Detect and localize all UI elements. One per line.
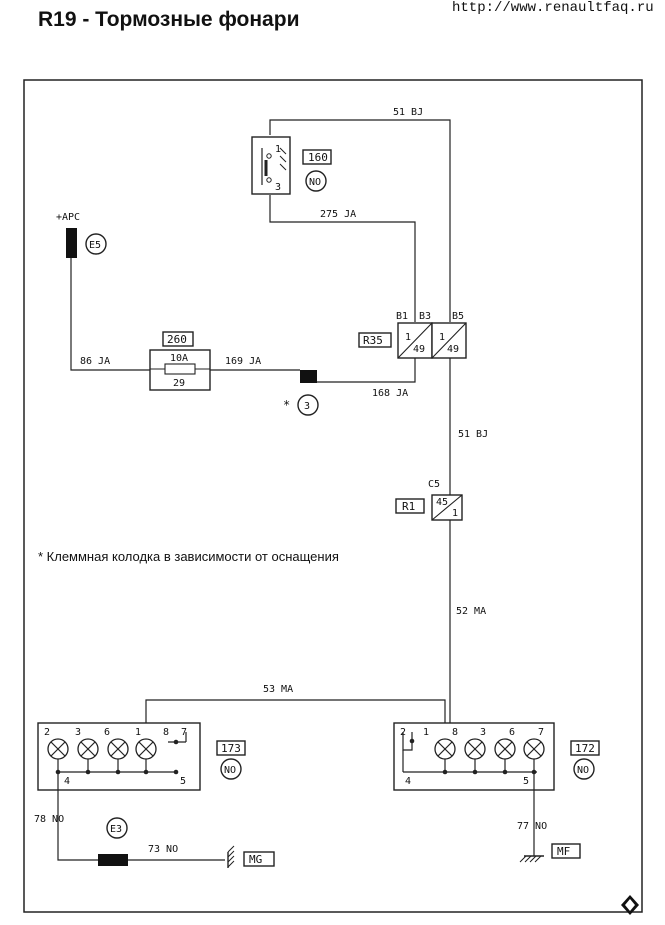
wire-275-ja <box>269 195 416 322</box>
r1-pin: C5 <box>428 479 440 490</box>
supply-code: E5 <box>89 240 101 251</box>
lamp172-id-box <box>570 740 600 756</box>
r35-id: R35 <box>363 334 383 347</box>
r35-pin-b3: B3 <box>419 311 431 322</box>
wire-78-no <box>57 790 98 861</box>
mf-id-box <box>551 843 581 859</box>
page-title: R19 - Тормозные фонари <box>38 8 300 31</box>
fuse-id-box <box>162 331 194 347</box>
lamp172-pin-7: 7 <box>538 727 544 738</box>
lamp172-pin-3: 3 <box>480 727 486 738</box>
e3-code-circle <box>106 817 128 839</box>
wire-label-51-mid: 51 BJ <box>458 429 488 440</box>
fuse-number: 29 <box>173 378 185 389</box>
lamp-bulb-icon <box>464 738 486 772</box>
connector-3-circle <box>297 394 319 416</box>
switch-code: NO <box>309 177 321 188</box>
switch-id-box <box>302 149 332 165</box>
diagram-frame <box>23 79 643 913</box>
wire-label-77: 77 NO <box>517 821 547 832</box>
r35-connector <box>397 322 467 359</box>
lamp172-pin-8: 8 <box>452 727 458 738</box>
fuse-element <box>164 363 196 375</box>
wire-label-168: 168 JA <box>372 388 408 399</box>
lamp172-pin-6: 6 <box>509 727 515 738</box>
wire-label-78: 78 NO <box>34 814 64 825</box>
ground-mf-id: MF <box>557 845 570 858</box>
brake-switch-160: 1 3 <box>251 136 291 195</box>
lamp173-pin-1: 1 <box>135 727 141 738</box>
r1-id-box <box>395 498 425 514</box>
switch-code-circle <box>305 170 327 192</box>
lamp172-id: 172 <box>575 742 595 755</box>
lamp173-pin-3: 3 <box>75 727 81 738</box>
wire-168-ja <box>317 358 416 383</box>
lamp-unit-173 <box>37 722 201 791</box>
lamp-bulb-icon <box>523 738 545 772</box>
lamp-bulb-icon <box>434 738 456 772</box>
wire-label-52: 52 MA <box>456 606 486 617</box>
connector-3-block <box>300 370 317 383</box>
lamp173-pin-6: 6 <box>104 727 110 738</box>
lamp173-pin-4: 4 <box>64 776 70 787</box>
lamp173-code-circle <box>220 758 242 780</box>
r35-pin-b1: B1 <box>396 311 408 322</box>
lamp173-code: NO <box>224 765 236 776</box>
wire-label-53: 53 MA <box>263 684 293 695</box>
r35-cell1-bottom: 49 <box>413 344 425 355</box>
wire-51-bj-top <box>269 119 451 322</box>
lamp-bulb-icon <box>77 738 99 772</box>
fuse-id: 260 <box>167 333 187 346</box>
lamp172-code: NO <box>577 765 589 776</box>
r1-top: 45 <box>436 497 448 508</box>
ground-mg-icon <box>227 845 235 868</box>
switch-pin-1: 1 <box>275 144 281 155</box>
mg-id-box <box>243 851 275 867</box>
wire-label-169: 169 JA <box>225 356 261 367</box>
lamp173-pin-2: 2 <box>44 727 50 738</box>
supply-terminal <box>66 228 77 258</box>
ground-mf-icon <box>519 855 544 863</box>
connector-star: * <box>283 398 290 412</box>
lamp173-pin-8: 8 <box>163 727 169 738</box>
supply-label: +APC <box>56 212 80 223</box>
r1-id: R1 <box>402 500 415 513</box>
switch-pin-3: 3 <box>275 182 281 193</box>
r35-pin-b5: B5 <box>452 311 464 322</box>
lamp-bulb-icon <box>135 738 157 772</box>
lamp172-pin-5: 5 <box>523 776 529 787</box>
wire-53-ma <box>145 699 446 723</box>
diamond-icon <box>621 895 639 915</box>
wire-label-51-top: 51 BJ <box>393 107 423 118</box>
wire-label-73: 73 NO <box>148 844 178 855</box>
lamp172-pin-4: 4 <box>405 776 411 787</box>
r1-bottom: 1 <box>452 508 458 519</box>
footnote: * Клеммная колодка в зависимости от осна… <box>38 549 339 564</box>
source-url: http://www.renaultfaq.ru <box>452 0 654 16</box>
e3-splice <box>98 854 128 866</box>
e3-code: E3 <box>110 824 122 835</box>
r35-id-box <box>358 332 392 348</box>
lamp172-code-circle <box>573 758 595 780</box>
lamp173-id: 173 <box>221 742 241 755</box>
lamp172-pin-2: 2 <box>400 727 406 738</box>
lamp172-pin-1: 1 <box>423 727 429 738</box>
lamp173-pin-5: 5 <box>180 776 186 787</box>
ground-mg-id: MG <box>249 853 262 866</box>
lamp-unit-172 <box>393 722 555 791</box>
r35-cell1-top: 1 <box>405 332 411 343</box>
wire-86-ja <box>70 258 150 371</box>
r35-cell2-top: 1 <box>439 332 445 343</box>
lamp173-pin-7: 7 <box>181 727 187 738</box>
supply-code-circle <box>85 233 107 255</box>
wire-label-275: 275 JA <box>320 209 356 220</box>
lamp173-id-box <box>216 740 246 756</box>
wire-label-86: 86 JA <box>80 356 110 367</box>
lamp-bulb-icon <box>47 738 69 772</box>
r35-cell2-bottom: 49 <box>447 344 459 355</box>
connector-3-code: 3 <box>304 401 310 412</box>
switch-id: 160 <box>308 151 328 164</box>
fuse-rating: 10A <box>170 353 188 364</box>
